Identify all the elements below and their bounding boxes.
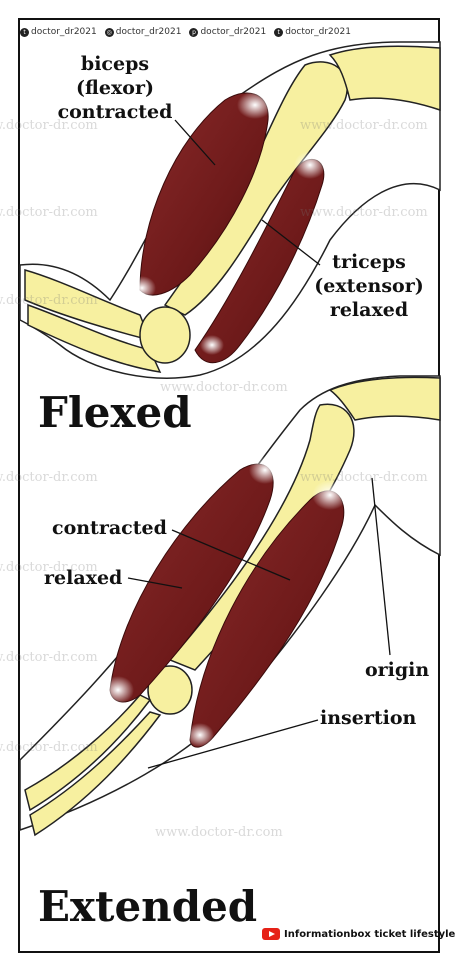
flexed-biceps-insertion: [128, 276, 156, 300]
extended-radius-bone: [24, 694, 152, 812]
relaxed-label: relaxed: [44, 567, 123, 589]
watermark: www.doctor-dr.com: [300, 118, 428, 133]
extended-triceps-muscle: [189, 490, 345, 748]
handle-text: doctor_dr2021: [285, 27, 351, 37]
triceps-label-line: relaxed: [329, 299, 409, 321]
extended-biceps-tendon: [249, 456, 281, 484]
contracted-label: contracted: [52, 517, 167, 539]
flexed-biceps-muscle: [139, 92, 269, 296]
extended-triceps-tendon: [312, 480, 348, 510]
watermark: www.doctor-dr.com: [0, 470, 98, 485]
flexed-title: Flexed: [38, 388, 192, 437]
tumblr-icon: t: [274, 27, 284, 37]
handle-text: doctor_dr2021: [200, 27, 267, 37]
triceps-leader-line: [261, 219, 321, 266]
instagram-icon: ◎: [104, 27, 114, 37]
watermark: www.doctor-dr.com: [0, 650, 98, 665]
watermark: www.doctor-dr.com: [300, 470, 428, 485]
biceps-label-line: contracted: [57, 101, 173, 123]
biceps-label-line: (flexor): [76, 77, 154, 99]
flexed-triceps-tendon: [294, 151, 326, 179]
flexed-triceps-muscle: [194, 158, 325, 364]
watermark: www.doctor-dr.com: [300, 205, 428, 220]
extended-elbow-joint: [147, 665, 193, 715]
watermark: www.doctor-dr.com: [0, 118, 98, 133]
watermark: www.doctor-dr.com: [160, 380, 288, 395]
watermark: www.doctor-dr.com: [0, 205, 98, 220]
extended-origin-tendon: [360, 420, 430, 480]
social-handle-instagram[interactable]: ◎doctor_dr2021: [104, 27, 182, 37]
handle-text: doctor_dr2021: [115, 27, 182, 37]
youtube-icon: [262, 928, 280, 940]
flexed-elbow-joint: [139, 306, 191, 364]
triceps-label-line: triceps: [332, 251, 406, 273]
biceps-label-line: biceps: [80, 53, 150, 75]
flexed-triceps-insertion: [200, 335, 224, 355]
extended-triceps-insertion: [186, 723, 214, 747]
extended-arm: [19, 375, 441, 837]
handle-text: doctor_dr2021: [31, 27, 97, 37]
extended-scapula-bone: [328, 376, 441, 421]
channel-name: Informationbox ticket lifestyle: [284, 928, 456, 940]
twitter-icon: t: [20, 27, 29, 37]
watermark: www.doctor-dr.com: [0, 560, 98, 575]
watermark: www.doctor-dr.com: [0, 293, 98, 308]
flexed-scapula-bone: [328, 45, 441, 112]
watermark: www.doctor-dr.com: [0, 740, 98, 755]
watermark: www.doctor-dr.com: [155, 825, 283, 840]
contracted-leader-line: [171, 529, 291, 581]
youtube-channel[interactable]: Informationbox ticket lifestyle: [262, 928, 455, 940]
biceps-label: biceps (flexor) contracted: [50, 52, 180, 124]
extended-biceps-muscle: [109, 463, 274, 703]
extended-humerus-bone: [168, 403, 355, 671]
relaxed-leader-line: [127, 577, 183, 589]
extended-biceps-insertion: [102, 676, 134, 704]
flexed-arm: [19, 41, 441, 379]
flexed-ulna-bone: [27, 303, 162, 373]
flexed-biceps-tendon: [237, 91, 273, 119]
triceps-label: triceps (extensor) relaxed: [305, 250, 433, 322]
triceps-label-line: (extensor): [314, 275, 424, 297]
origin-label: origin: [365, 659, 430, 681]
extended-title: Extended: [38, 882, 258, 931]
insertion-label: insertion: [320, 707, 417, 729]
biceps-leader-line: [174, 119, 216, 166]
pinterest-icon: p: [189, 27, 199, 37]
origin-leader-line: [371, 477, 391, 656]
insertion-leader-line: [147, 719, 319, 769]
extended-ulna-bone: [29, 711, 162, 837]
